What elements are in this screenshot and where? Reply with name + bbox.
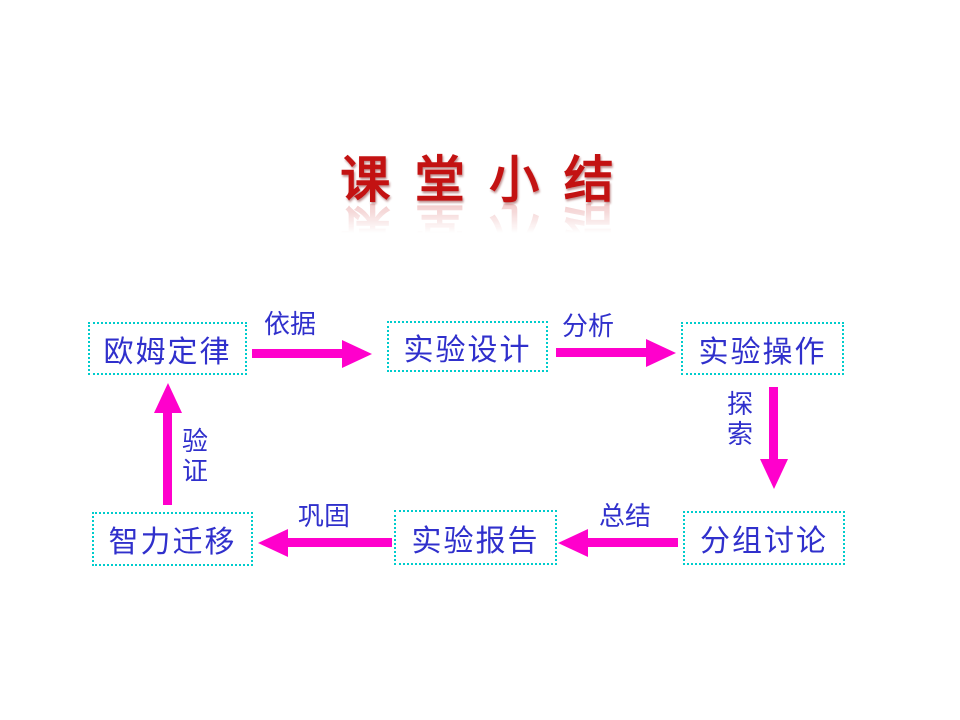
title-text: 课 堂 小 结	[340, 152, 620, 208]
arrow-label-verify: 验证	[181, 427, 208, 486]
node-ohm-law: 欧姆定律	[88, 322, 247, 375]
title-reflection: 课 堂 小 结	[340, 198, 620, 254]
node-experiment-operation: 实验操作	[681, 322, 844, 375]
arrow-discussion-to-report-icon	[588, 538, 678, 547]
node-experiment-operation-label: 实验操作	[698, 335, 827, 369]
node-experiment-report: 实验报告	[394, 510, 557, 565]
node-experiment-report-label: 实验报告	[411, 524, 540, 558]
arrow-label-analysis: 分析	[562, 312, 615, 341]
arrow-label-summary: 总结	[599, 502, 652, 531]
node-intelligence-transfer-label: 智力迁移	[108, 526, 237, 559]
arrow-ohm-to-design-icon	[252, 349, 342, 358]
slide-title: 课 堂 小 结 课 堂 小 结	[0, 152, 960, 254]
arrow-operation-to-discussion-icon	[769, 387, 778, 459]
node-ohm-law-label: 欧姆定律	[103, 335, 232, 369]
arrow-report-to-transfer-icon	[288, 538, 392, 547]
arrow-transfer-to-ohm-icon	[163, 413, 172, 505]
node-group-discussion-label: 分组讨论	[700, 525, 828, 558]
node-group-discussion: 分组讨论	[683, 511, 845, 565]
arrow-design-to-operation-icon	[556, 348, 646, 357]
arrow-label-consolidate: 巩固	[298, 502, 351, 531]
node-experiment-design: 实验设计	[387, 321, 548, 372]
node-experiment-design-label: 实验设计	[403, 333, 532, 367]
node-intelligence-transfer: 智力迁移	[92, 512, 253, 566]
arrow-label-basis: 依据	[264, 310, 317, 339]
arrow-label-explore: 探索	[726, 390, 753, 449]
